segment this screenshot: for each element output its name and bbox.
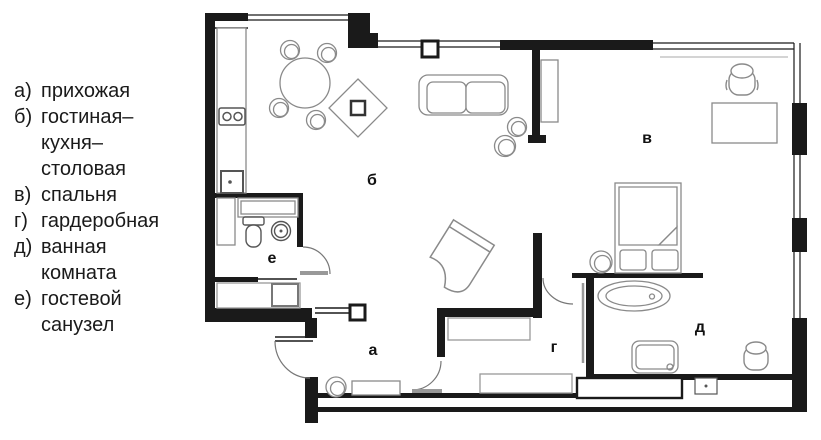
entrance-door-arc (274, 340, 311, 379)
legend-text: спальня (41, 184, 117, 206)
grand-piano (429, 218, 496, 293)
legend-text: столовая (41, 158, 126, 180)
vent-box (694, 377, 718, 395)
door-leaf (412, 389, 442, 393)
guest-wc-door-arc (302, 246, 331, 275)
desk-chair (725, 63, 759, 96)
legend-row: е) гостевой (14, 286, 159, 312)
bathtub (597, 280, 671, 312)
bedroom-stool (589, 250, 613, 274)
room-label-bathroom: д (695, 319, 705, 336)
sofa (418, 74, 509, 116)
bathroom-stool (743, 341, 769, 371)
hall-storage-block (216, 282, 301, 309)
legend-row: комната (14, 260, 159, 286)
round-basin (270, 220, 292, 242)
desk (711, 102, 778, 144)
legend-key: е) (14, 288, 32, 310)
hall-pouf (325, 376, 347, 398)
legend-row: кухня– (14, 130, 159, 156)
room-label-guest-wc: е (268, 250, 277, 267)
legend-key: г) (14, 210, 28, 232)
legend-text: гардеробная (41, 210, 160, 232)
legend-row: г) гардеробная (14, 208, 159, 234)
legend-text: прихожая (41, 80, 131, 102)
room-label-hallway: а (369, 342, 378, 359)
legend-key: д) (14, 236, 33, 258)
bed (614, 182, 682, 274)
legend-text: комната (41, 262, 117, 284)
legend-text: гостевой (41, 288, 122, 310)
side-tables (493, 116, 528, 158)
legend-text: кухня– (41, 132, 103, 154)
hall-bench (351, 380, 401, 396)
legend-key: а) (14, 80, 32, 102)
window-pier-square (420, 39, 440, 59)
room-labels: а б в г д е (268, 130, 706, 359)
legend-text: санузел (41, 314, 115, 336)
legend-row: в) спальня (14, 182, 159, 208)
legend-row: столовая (14, 156, 159, 182)
window-lines (248, 14, 801, 318)
cooktop (218, 107, 246, 126)
shower-tray (631, 340, 679, 374)
wardrobe-shelves (447, 283, 585, 394)
column-square (348, 303, 367, 322)
toilet (242, 216, 265, 248)
legend-row: б) гостиная– (14, 104, 159, 130)
door-leaf (300, 271, 328, 275)
room-label-wardrobe: г (551, 339, 558, 356)
legend-text: ванная (41, 236, 107, 258)
legend-row: санузел (14, 312, 159, 338)
kitchen-sink (220, 170, 244, 194)
legend: а) прихожая б) гостиная– кухня– столовая в… (14, 78, 159, 338)
wardrobe-top-door-arc (542, 277, 574, 305)
legend-key: б) (14, 106, 33, 128)
builtin-storage (575, 376, 684, 400)
legend-row: а) прихожая (14, 78, 159, 104)
room-label-living: б (367, 172, 377, 189)
tv-cabinet (540, 59, 559, 123)
legend-row: д) ванная (14, 234, 159, 260)
hall-wardrobe-door-arc (411, 360, 442, 391)
dining-table (268, 39, 338, 131)
legend-key: в) (14, 184, 32, 206)
coffee-table-rug (328, 78, 388, 138)
guest-wc-fixtures (216, 197, 299, 246)
room-label-bedroom: в (642, 130, 652, 147)
walls (205, 13, 807, 423)
legend-text: гостиная– (41, 106, 134, 128)
